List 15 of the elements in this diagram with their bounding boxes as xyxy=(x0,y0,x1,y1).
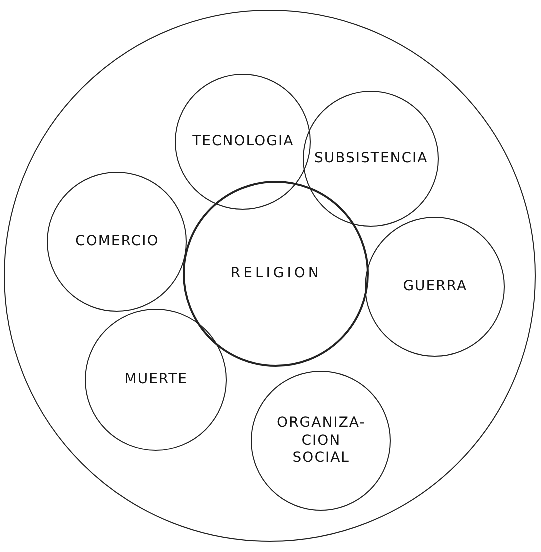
circle-label: ORGANIZA- CION SOCIAL xyxy=(277,415,366,468)
circle-label: RELIGION xyxy=(230,266,322,284)
topic-circle xyxy=(183,181,370,368)
topic-circle xyxy=(365,217,506,358)
outer-circle xyxy=(4,10,536,542)
topic-circle xyxy=(303,91,440,228)
circle-label: SUBSISTENCIA xyxy=(314,150,428,168)
topic-circle xyxy=(85,309,228,452)
circle-label: TECNOLOGIA xyxy=(192,134,294,152)
circle-label: COMERCIO xyxy=(76,234,160,252)
topic-circle xyxy=(47,172,188,312)
topic-circle xyxy=(175,74,312,210)
circle-label: GUERRA xyxy=(403,278,468,296)
topic-circle xyxy=(251,371,392,512)
circle-label: MUERTE xyxy=(124,372,188,390)
